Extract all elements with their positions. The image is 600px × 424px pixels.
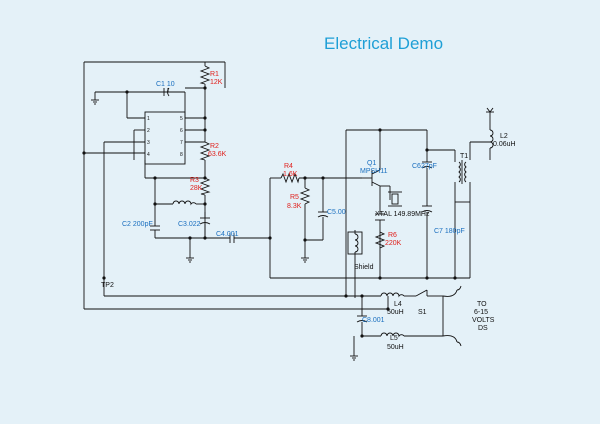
resistor-symbols [199,65,386,249]
q1-symbol [362,169,381,187]
r1-symbol [199,65,211,85]
capacitor-symbols [150,87,433,323]
s1-switch[interactable] [415,289,428,297]
supply-line-2: 6-15 [474,309,488,316]
l5-value: 50uH [387,344,404,351]
r6-value: 220K [385,240,402,247]
l5-symbol [380,332,405,338]
ic-pin-2: 2 [147,128,150,134]
antenna-icon [486,107,494,130]
r6-ref: R6 [388,232,397,239]
c7-label: C7 180pF [434,228,465,235]
c3-label: C3.022 [178,221,201,228]
diagram-title: Electrical Demo [324,34,444,53]
c5-label: C5.00 [327,209,346,216]
r2-ref: R2 [210,143,219,150]
l4-symbol [380,292,405,298]
q1-part: MPSH11 [360,168,388,175]
supply-line-4: DS [478,325,488,332]
t1-primary [458,161,461,183]
r4-symbol [280,172,300,184]
junction-dots [82,86,457,338]
r5-ref: R5 [290,194,299,201]
xtal-symbol [388,191,402,207]
r3-ref: R3 [190,177,199,184]
ground-symbols [91,99,358,361]
c4-label: C4.001 [216,231,239,238]
supply-line-3: VOLTS [472,317,495,324]
ic-pin-5: 5 [180,116,183,122]
component-labels: R1 12K R2 63.6K R3 28K R4 1.6K R5 8.3K R… [101,71,516,351]
l4-value: 50uH [387,309,404,316]
r5-value: 8.3K [287,203,302,210]
xtal-label: XTAL 149.89MHz [375,211,430,218]
l2-value: 0.06uH [493,141,516,148]
ic-pin-6: 6 [180,128,183,134]
s1-label: S1 [418,309,427,316]
r4-ref: R4 [284,163,293,170]
shield-label: Shield [354,264,374,271]
ic-pin-4: 4 [147,152,150,158]
wires [83,61,491,356]
r2-symbol [199,141,211,161]
tp2-label: TP2 [101,282,114,289]
q1-ref: Q1 [367,160,376,167]
supply-line-1: TO [477,301,487,308]
r6-symbol [374,231,386,249]
shield-coil-symbol [354,233,359,253]
ic-pin-7: 7 [180,140,183,146]
c1-label: C1 10 [156,81,175,88]
l2-symbol [489,129,494,149]
l2-ref: L2 [500,133,508,140]
c8-label: C8.001 [362,317,385,324]
c6-label: C627pF [412,163,437,170]
ic-chip[interactable]: 1 2 3 4 5 6 7 8 [144,111,186,165]
t1-label: T1 [460,153,468,160]
c2-label: C2 200pF [122,221,153,228]
ic-pin-3: 3 [147,140,150,146]
l4-ref: L4 [394,301,402,308]
supply-brace [442,285,462,347]
r4-value: 1.6K [283,171,298,178]
ic-pin-8: 8 [180,152,183,158]
r3-value: 28K [190,185,203,192]
inductor-symbols [172,129,494,338]
l5-ref: L5 [390,335,398,342]
l1-symbol [172,200,197,206]
r3-symbol [199,177,211,196]
t1-secondary [464,161,467,183]
r5-symbol [299,187,311,205]
ic-pin-1: 1 [147,116,150,122]
r2-value: 63.6K [208,151,227,158]
r1-value: 12K [210,79,223,86]
r1-ref: R1 [210,71,219,78]
